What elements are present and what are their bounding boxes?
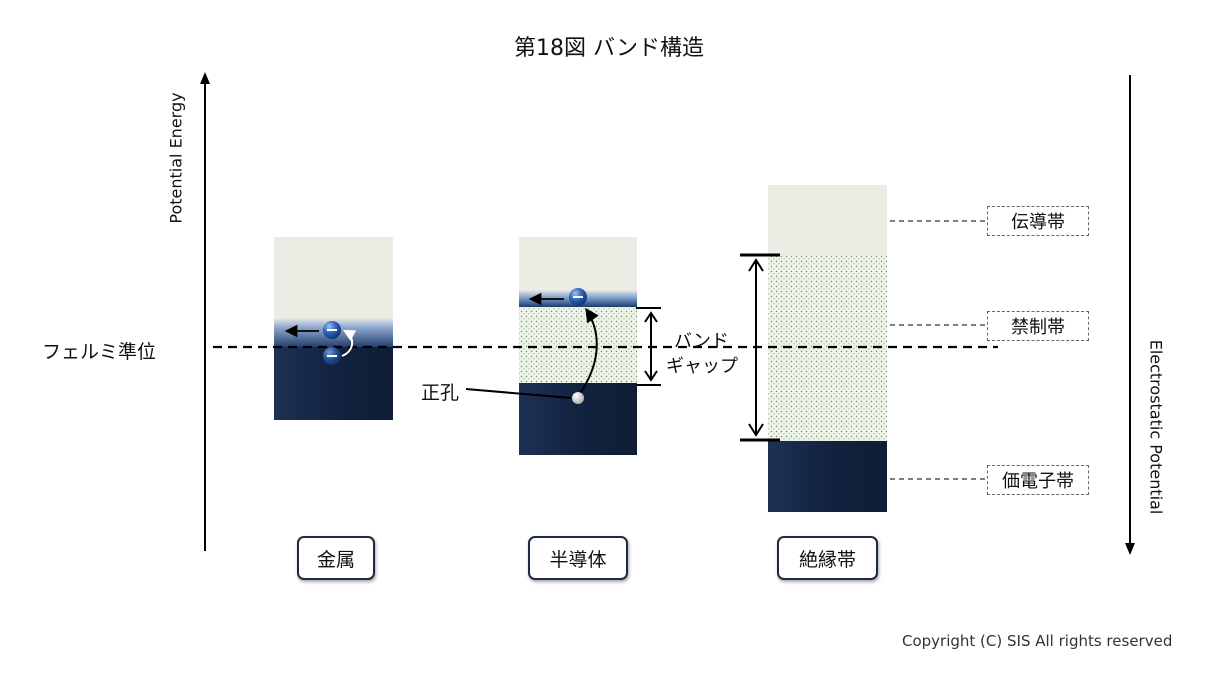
hole-pointer-line bbox=[465, 388, 572, 399]
band-gap-label-line2: ギャップ bbox=[666, 356, 738, 377]
forbidden-band-label: 禁制帯 bbox=[987, 311, 1089, 341]
category-metal: 金属 bbox=[297, 536, 375, 580]
arrow-icon bbox=[200, 72, 210, 84]
category-insulator: 絶縁帯 bbox=[777, 536, 878, 580]
band-gap-bracket bbox=[636, 307, 661, 386]
band-gap-label-line1: バンド bbox=[674, 331, 729, 352]
conduction-band-label: 伝導帯 bbox=[987, 206, 1089, 236]
arrow-icon bbox=[341, 329, 357, 357]
hole-icon bbox=[572, 392, 584, 404]
excitation-arrow bbox=[578, 307, 599, 396]
electrostatic-potential-label: Electrostatic Potential bbox=[1146, 339, 1166, 515]
valence-band-label: 価電子帯 bbox=[987, 465, 1089, 495]
diagram-title: 第18図 バンド構造 bbox=[513, 36, 705, 61]
insulator-gap-bracket bbox=[740, 253, 780, 442]
fermi-level-label: フェルミ準位 bbox=[42, 341, 157, 363]
potential-energy-label: Potential Energy bbox=[166, 92, 186, 224]
hole-label: 正孔 bbox=[421, 382, 460, 404]
band-gap-label: バンド ギャップ bbox=[666, 329, 738, 379]
arrow-icon bbox=[1125, 543, 1135, 555]
insulator-band-block bbox=[768, 185, 887, 512]
category-semiconductor: 半導体 bbox=[528, 536, 628, 580]
copyright-text: Copyright (C) SIS All rights reserved bbox=[902, 632, 1173, 650]
